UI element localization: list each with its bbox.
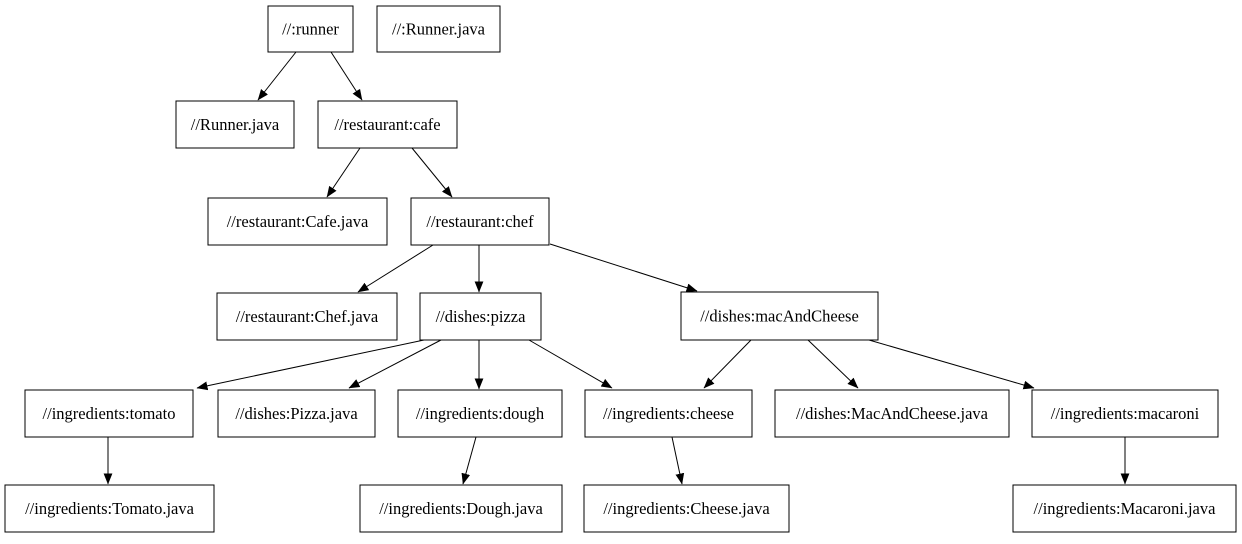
node-box-root-runner-java: [376, 5, 501, 53]
node-label-pizza-java: //dishes:Pizza.java: [235, 404, 358, 423]
graph-node-runner-java: //Runner.java: [175, 100, 295, 149]
node-box-pizza: [419, 292, 542, 341]
node-label-cafe: //restaurant:cafe: [334, 115, 440, 134]
edge-cafe-to-chef: [411, 147, 453, 198]
node-label-macaroni: //ingredients:macaroni: [1051, 404, 1200, 423]
node-label-pizza: //dishes:pizza: [436, 307, 526, 326]
graph-node-macaroni: //ingredients:macaroni: [1031, 389, 1219, 438]
graph-node-macaroni-java: //ingredients:Macaroni.java: [1012, 484, 1237, 533]
node-box-dough: [397, 389, 563, 438]
graph-node-mac-and-cheese-java: //dishes:MacAndCheese.java: [774, 389, 1010, 438]
node-label-cheese: //ingredients:cheese: [603, 404, 734, 423]
edge-dough-to-dough-java: [461, 436, 477, 485]
edge-runner-to-cafe: [330, 51, 363, 101]
node-box-runner: [267, 5, 354, 53]
graph-node-dough-java: //ingredients:Dough.java: [359, 484, 563, 533]
edge-mac-and-cheese-to-cheese: [703, 339, 752, 389]
node-box-cafe: [317, 100, 458, 149]
graph-node-cheese: //ingredients:cheese: [584, 389, 753, 438]
node-label-chef-java: //restaurant:Chef.java: [236, 307, 379, 326]
node-box-dough-java: [359, 484, 563, 533]
node-label-chef: //restaurant:chef: [426, 212, 534, 231]
node-box-cafe-java: [207, 197, 388, 246]
graph-node-mac-and-cheese: //dishes:macAndCheese: [680, 291, 879, 341]
node-box-macaroni-java: [1012, 484, 1237, 533]
node-label-macaroni-java: //ingredients:Macaroni.java: [1034, 499, 1217, 518]
node-box-cheese-java: [583, 484, 790, 533]
node-box-tomato-java: [4, 484, 215, 533]
node-label-runner: //:runner: [282, 20, 339, 39]
graph-node-dough: //ingredients:dough: [397, 389, 563, 438]
node-box-chef-java: [216, 292, 398, 341]
node-label-cheese-java: //ingredients:Cheese.java: [603, 499, 770, 518]
node-label-tomato: //ingredients:tomato: [43, 404, 176, 423]
graph-node-cafe: //restaurant:cafe: [317, 100, 458, 149]
edges-layer: [103, 51, 1130, 485]
graph-node-cheese-java: //ingredients:Cheese.java: [583, 484, 790, 533]
edge-mac-and-cheese-to-mac-and-cheese-java: [807, 339, 859, 389]
node-box-cheese: [584, 389, 753, 438]
node-label-root-runner-java: //:Runner.java: [392, 20, 486, 39]
node-box-mac-and-cheese-java: [774, 389, 1010, 438]
node-label-dough-java: //ingredients:Dough.java: [379, 499, 543, 518]
node-label-mac-and-cheese-java: //dishes:MacAndCheese.java: [796, 404, 989, 423]
graph-node-pizza: //dishes:pizza: [419, 292, 542, 341]
node-label-mac-and-cheese: //dishes:macAndCheese: [700, 307, 859, 326]
edge-chef-to-chef-java: [357, 244, 434, 293]
edge-pizza-to-cheese: [528, 339, 613, 389]
graph-node-root-runner-java: //:Runner.java: [376, 5, 501, 53]
node-label-runner-java: //Runner.java: [191, 115, 280, 134]
node-box-runner-java: [175, 100, 295, 149]
graph-node-runner: //:runner: [267, 5, 354, 53]
edge-chef-to-mac-and-cheese: [549, 243, 698, 292]
edge-mac-and-cheese-to-macaroni: [868, 339, 1035, 390]
node-label-dough: //ingredients:dough: [416, 404, 545, 423]
graph-node-cafe-java: //restaurant:Cafe.java: [207, 197, 388, 246]
graph-node-chef: //restaurant:chef: [410, 197, 550, 246]
node-box-chef: [410, 197, 550, 246]
graph-node-pizza-java: //dishes:Pizza.java: [217, 389, 376, 438]
graph-node-chef-java: //restaurant:Chef.java: [216, 292, 398, 341]
edge-cheese-to-cheese-java: [671, 436, 685, 485]
node-label-tomato-java: //ingredients:Tomato.java: [25, 499, 195, 518]
node-box-tomato: [24, 389, 194, 438]
edge-pizza-to-pizza-java: [348, 339, 442, 389]
node-label-cafe-java: //restaurant:Cafe.java: [227, 212, 369, 231]
node-box-pizza-java: [217, 389, 376, 438]
graph-node-tomato: //ingredients:tomato: [24, 389, 194, 438]
edge-cafe-to-cafe-java: [326, 147, 361, 198]
edge-pizza-to-tomato: [196, 339, 425, 391]
nodes-layer: //:runner //:Runner.java //Runner.java //re…: [4, 5, 1237, 533]
node-box-mac-and-cheese: [680, 291, 879, 341]
node-box-macaroni: [1031, 389, 1219, 438]
edge-runner-to-runner-java: [257, 51, 297, 101]
graph-node-tomato-java: //ingredients:Tomato.java: [4, 484, 215, 533]
